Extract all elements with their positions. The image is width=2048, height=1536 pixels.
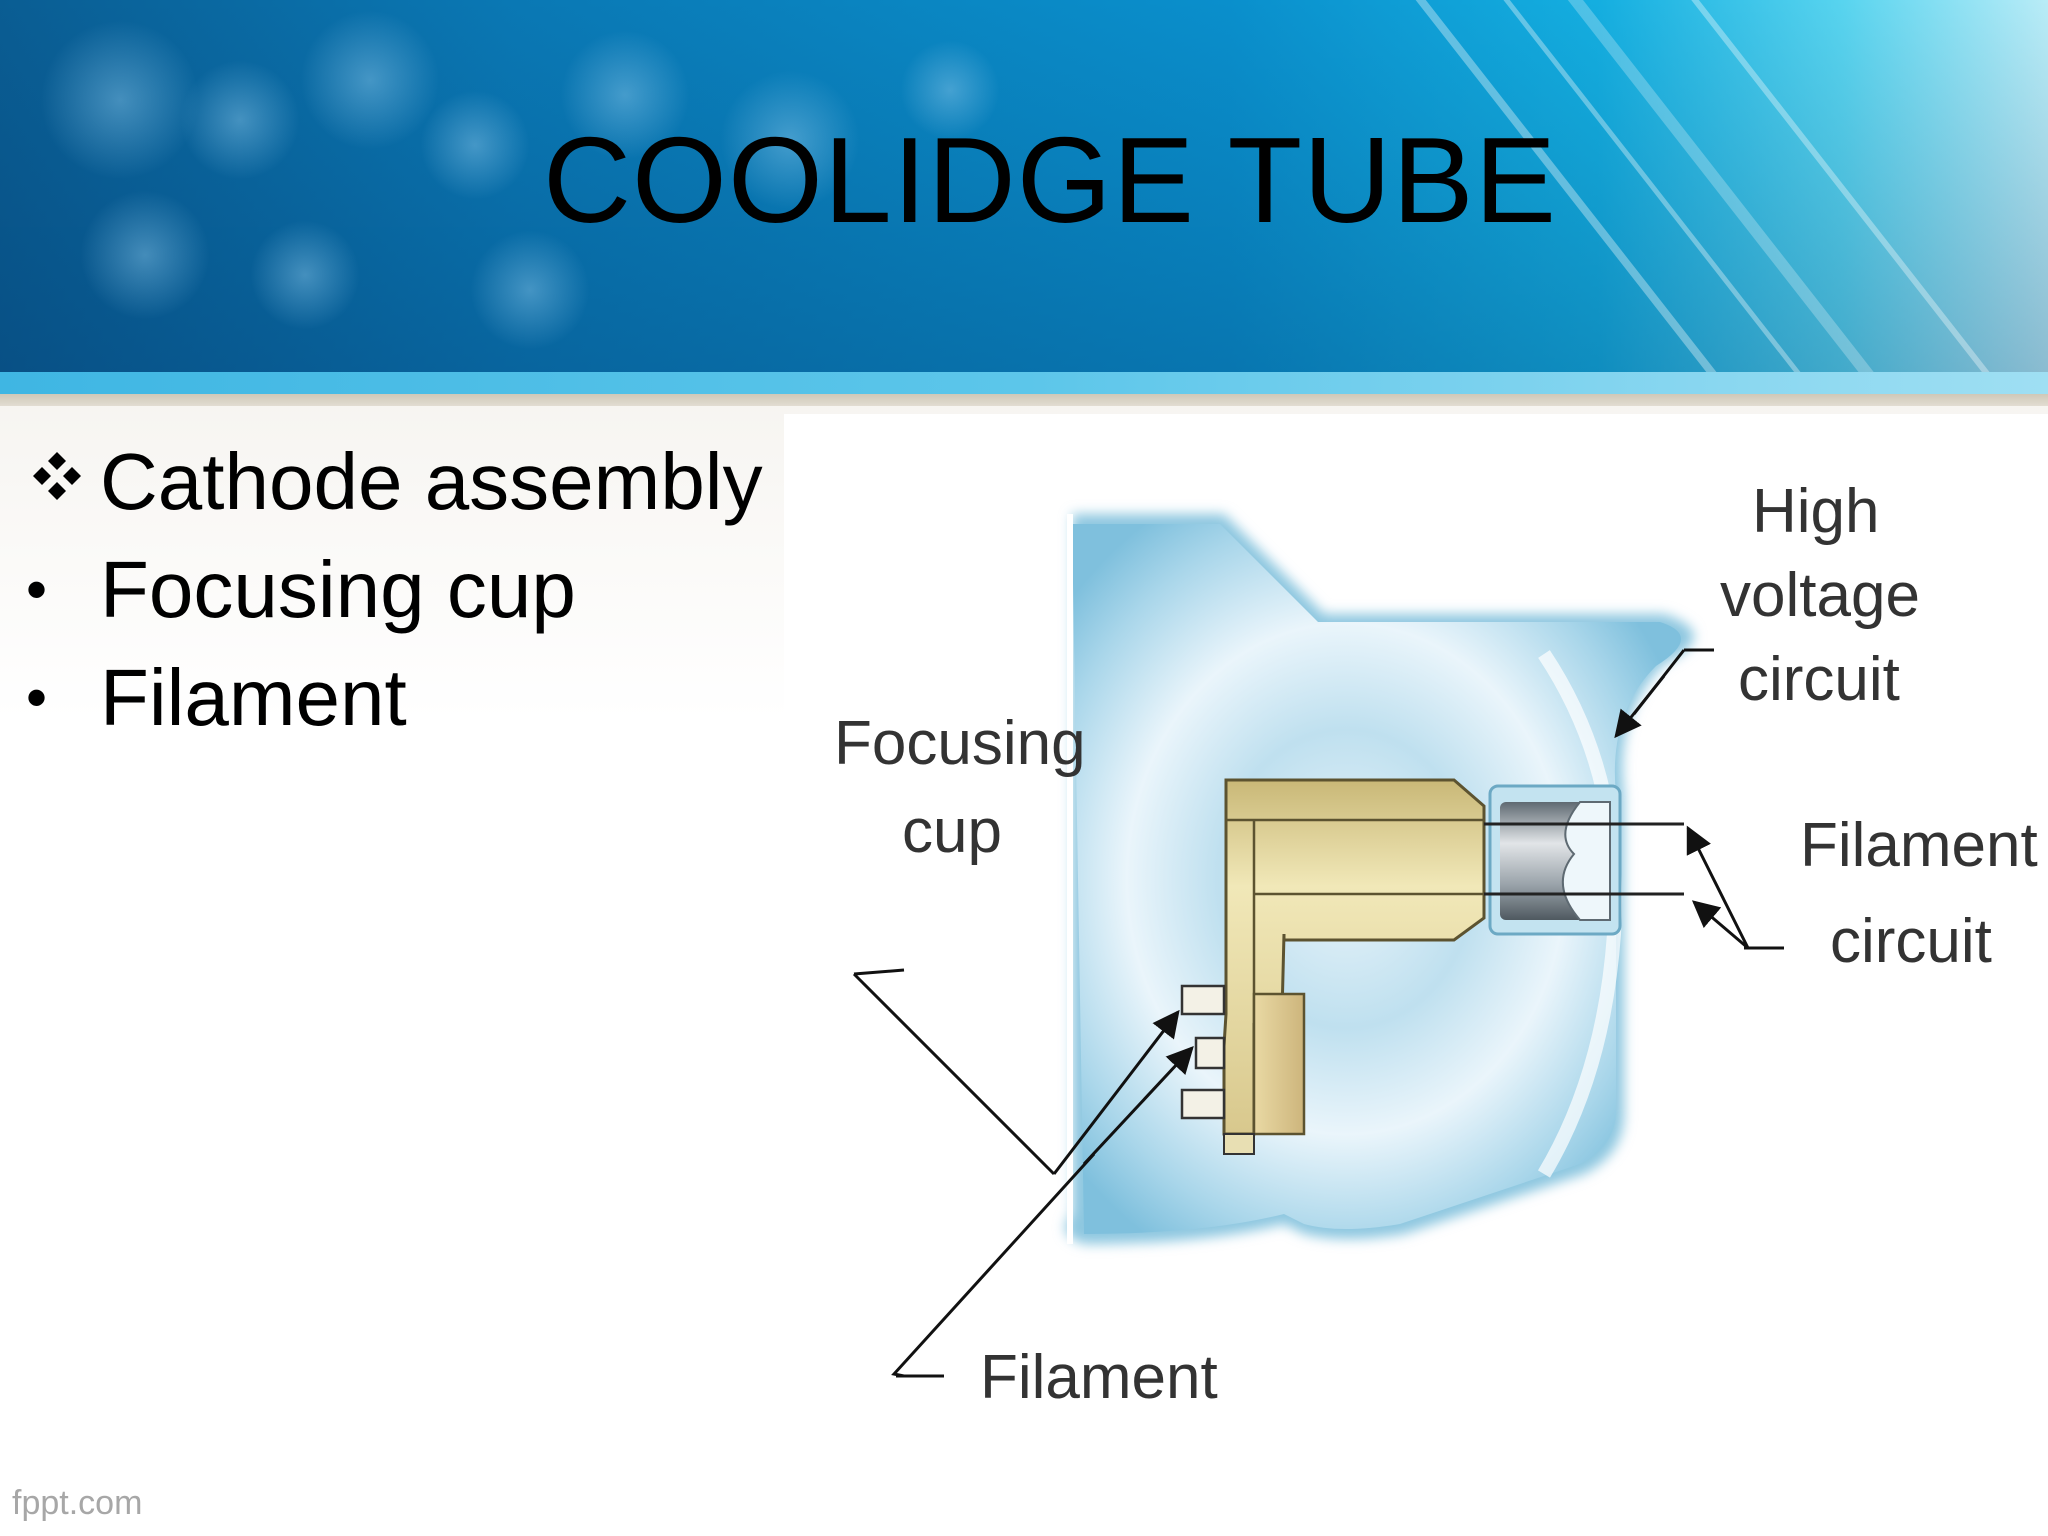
- bokeh-dot: [40, 20, 200, 180]
- bullet-text: Filament: [100, 653, 407, 742]
- bokeh-dot: [300, 10, 440, 150]
- bokeh-dot: [720, 70, 860, 210]
- leader-focusing-cup-arrow: [1052, 1009, 1180, 1175]
- bullet-text: Cathode assembly: [100, 437, 763, 526]
- header-banner: COOLIDGE TUBE: [0, 0, 2048, 380]
- bullet-item: Cathode assembly: [22, 432, 763, 540]
- leader-high-voltage-arrow: [1614, 675, 1666, 739]
- banner-shade: [0, 0, 2048, 380]
- bokeh-dot: [250, 220, 360, 330]
- slide-title: COOLIDGE TUBE: [542, 112, 1558, 248]
- bokeh-dot: [470, 230, 590, 350]
- banner-shadow-stripe: [0, 394, 2048, 406]
- footer-watermark: fppt.com: [12, 1484, 143, 1522]
- filament-coil: [1194, 1036, 1226, 1070]
- bokeh-dot: [180, 60, 300, 180]
- diagram-svg: Focusing cup High voltage circuit Filame…: [834, 477, 2038, 1412]
- leader-focusing-cup-tick: [853, 968, 905, 976]
- bokeh-dot: [80, 190, 210, 320]
- label-filament-circuit: Filament: [1800, 811, 2038, 880]
- label-focusing-cup: cup: [902, 797, 1002, 866]
- leader-focusing-cup: [852, 972, 1056, 1176]
- bullet-item: • Filament: [22, 648, 763, 756]
- label-filament-circuit: circuit: [1830, 907, 1992, 976]
- bokeh-dot: [420, 90, 530, 200]
- bullet-list: Cathode assembly • Focusing cup • Filame…: [22, 432, 763, 756]
- label-high-voltage: High: [1752, 477, 1880, 546]
- connector-break: [1561, 801, 1611, 921]
- label-filament: Filament: [980, 1343, 1218, 1412]
- label-high-voltage: circuit: [1738, 645, 1900, 714]
- label-high-voltage: voltage: [1720, 561, 1920, 630]
- cup-lower-block: [1252, 992, 1306, 1136]
- diamond-icon: [22, 432, 92, 555]
- bullet-text: Focusing cup: [100, 545, 576, 634]
- bokeh-dot: [900, 40, 1000, 140]
- bullet-dot-icon: •: [26, 556, 48, 623]
- leader-filament-arrow: [1082, 1046, 1194, 1166]
- banner-accent-stripe: [0, 372, 2048, 394]
- bokeh-dot: [560, 30, 690, 160]
- cathode-assembly-diagram: Focusing cup High voltage circuit Filame…: [784, 414, 2048, 1472]
- filament-coil: [1180, 1088, 1226, 1120]
- bullet-dot-icon: •: [26, 664, 48, 731]
- leader-filament-circuit-arrow: [1686, 825, 1750, 949]
- bullet-item: • Focusing cup: [22, 540, 763, 648]
- leader-filament-circuit-arrow: [1691, 900, 1749, 950]
- filament-coil: [1180, 984, 1226, 1016]
- filament-post: [1223, 1133, 1255, 1155]
- label-focusing-cup: Focusing: [834, 709, 1086, 778]
